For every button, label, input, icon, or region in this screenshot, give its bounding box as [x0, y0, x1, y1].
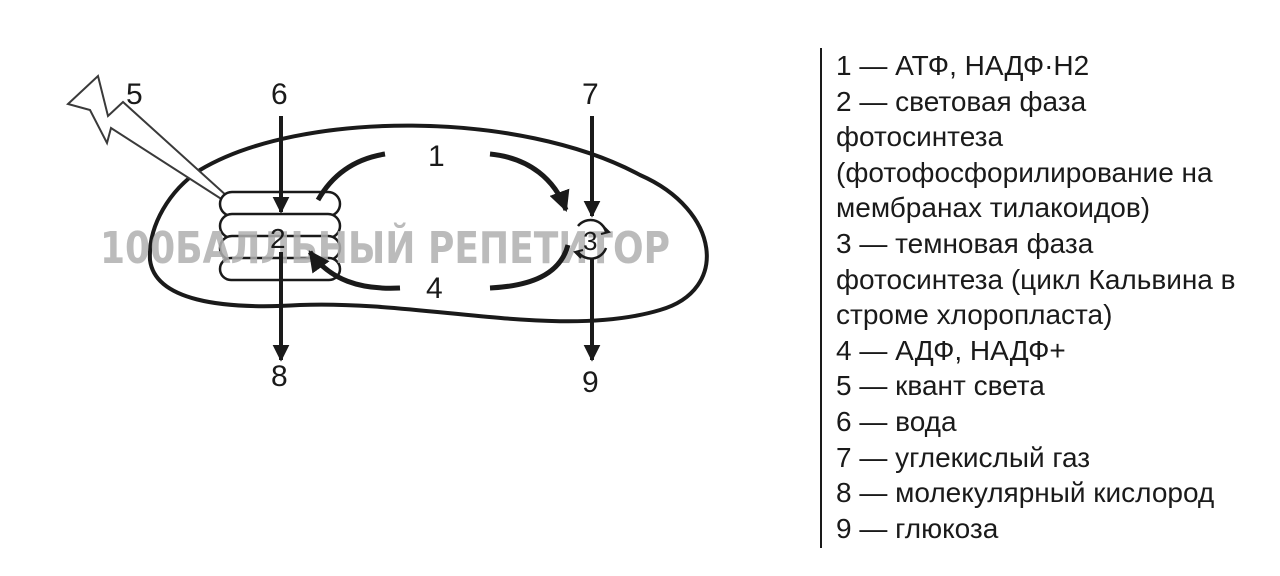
legend: 1 — АТФ, НАДФ·Н2 2 — световая фаза фотос… — [820, 48, 1272, 548]
arrow-4-bottom-left — [307, 250, 401, 291]
legend-line: фотосинтеза (цикл Кальвина в — [836, 263, 1236, 295]
legend-line: (фотофосфорилирование на — [836, 156, 1213, 188]
label-8: 8 — [271, 360, 288, 393]
label-2: 2 — [270, 223, 286, 254]
legend-line: 9 — глюкоза — [836, 512, 999, 544]
legend-line: 4 — АДФ, НАДФ+ — [836, 334, 1066, 366]
legend-line: 6 — вода — [836, 405, 957, 437]
legend-line: строме хлоропласта) — [836, 299, 1113, 331]
calvin-cycle-icon — [573, 218, 611, 260]
legend-line: 7 — углекислый газ — [836, 441, 1091, 473]
label-7: 7 — [582, 78, 599, 111]
legend-line: 2 — световая фаза — [836, 85, 1087, 117]
legend-line: 3 — темновая фаза — [836, 227, 1094, 259]
label-3: 3 — [583, 226, 597, 256]
legend-line: 5 — квант света — [836, 370, 1045, 402]
label-6: 6 — [271, 78, 288, 111]
chloroplast-diagram: 100БАЛЛЬНЫЙ РЕПЕТИТОР 5 6 7 1 2 3 4 8 9 — [66, 74, 709, 399]
watermark: 100БАЛЛЬНЫЙ РЕПЕТИТОР — [100, 221, 670, 274]
label-9: 9 — [582, 366, 599, 399]
legend-line: фотосинтеза — [836, 121, 1004, 153]
label-1: 1 — [428, 140, 445, 173]
light-quantum-icon — [66, 74, 230, 204]
legend-line: мембранах тилакоидов) — [836, 192, 1151, 224]
label-4: 4 — [426, 272, 443, 305]
legend-line: 1 — АТФ, НАДФ·Н2 — [836, 50, 1090, 81]
chloroplast-outline — [147, 123, 709, 324]
label-5: 5 — [126, 78, 143, 111]
arrow-1-top-left — [315, 151, 386, 202]
arrow-4-bottom-right — [489, 244, 571, 291]
legend-line: 8 — молекулярный кислород — [836, 477, 1215, 509]
arrow-1-top-right — [489, 151, 570, 212]
